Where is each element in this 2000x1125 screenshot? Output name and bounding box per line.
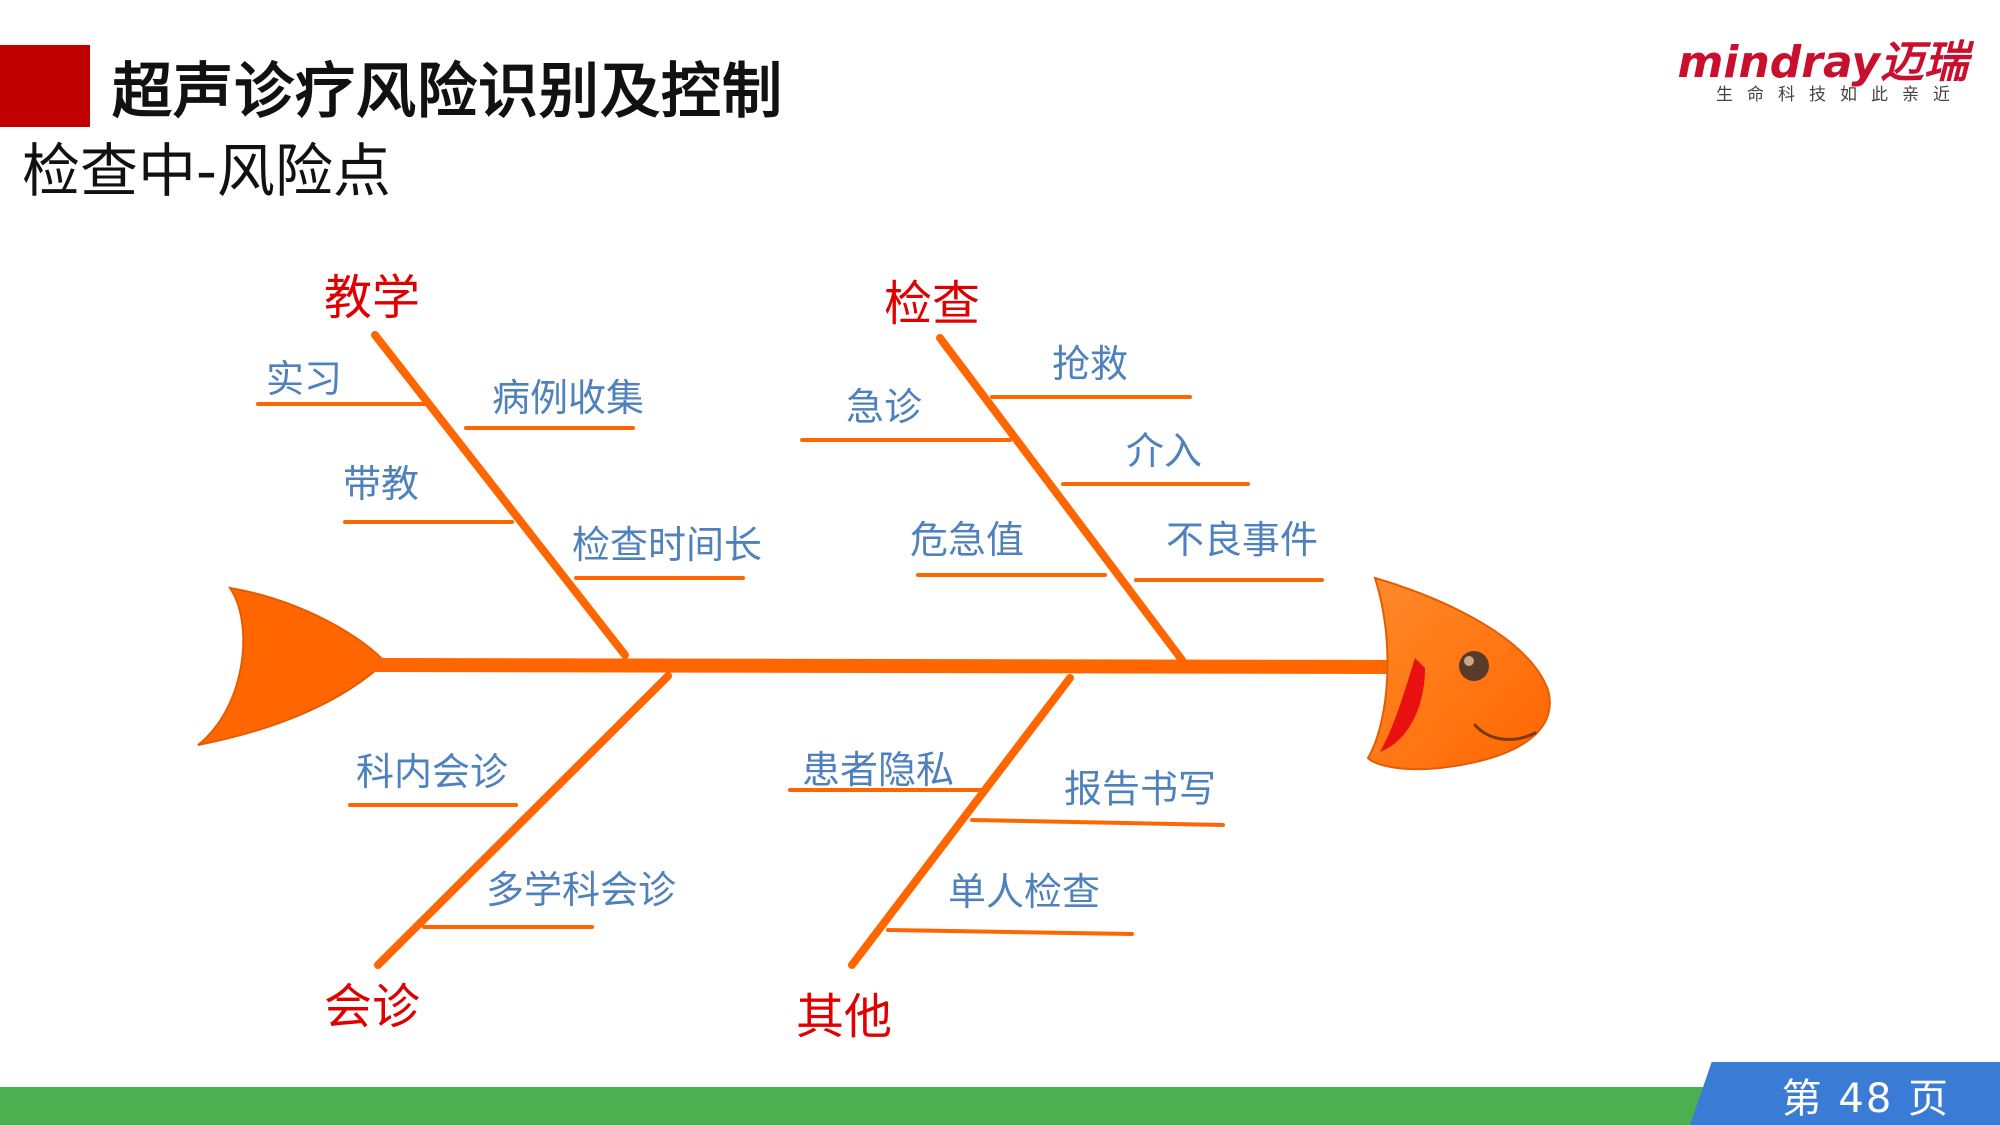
- fish-eye: [1459, 651, 1489, 681]
- cause-label: 危急值: [910, 520, 1024, 562]
- brand-logo: mindray迈瑞 生命科技如此亲近: [1677, 18, 1980, 108]
- title-accent-block: [0, 45, 90, 127]
- cause-label: 报告书写: [1064, 769, 1216, 811]
- footer-page-badge: [1690, 1062, 2000, 1125]
- brand-name: mindray迈瑞: [1677, 37, 1968, 88]
- page-title: 超声诊疗风险识别及控制: [112, 57, 783, 127]
- page-subtitle: 检查中-风险点: [22, 137, 391, 205]
- cause-label: 实习: [266, 359, 342, 401]
- fish-spine: [363, 658, 1407, 674]
- fish-smile: [1473, 723, 1537, 741]
- category-label-teaching: 教学: [324, 272, 420, 325]
- cause-label: 多学科会诊: [486, 870, 676, 912]
- cause-label: 急诊: [846, 387, 922, 429]
- cause-label: 科内会诊: [356, 752, 508, 794]
- cause-label: 检查时间长: [572, 525, 762, 567]
- cause-label: 不良事件: [1166, 520, 1318, 562]
- fish-mouth: [1380, 658, 1425, 752]
- bone-other: [848, 674, 1074, 969]
- footer-bar: [0, 1087, 2000, 1125]
- bone-examination: [936, 334, 1186, 664]
- fish-tail: [197, 586, 387, 746]
- cause-label: 带教: [343, 464, 419, 506]
- fish-eye-highlight: [1464, 656, 1474, 666]
- underline-danren: [886, 928, 1134, 936]
- cause-label: 单人检查: [948, 872, 1100, 914]
- brand-tagline: 生命科技如此亲近: [1716, 85, 1964, 105]
- bone-teaching: [371, 331, 629, 659]
- bone-consultation: [374, 672, 672, 969]
- page-number: 第 48 页: [1781, 1076, 1950, 1122]
- cause-label: 病例收集: [492, 378, 644, 420]
- cause-label: 患者隐私: [802, 750, 954, 792]
- fish-head: [1366, 576, 1551, 771]
- cause-label: 抢救: [1052, 344, 1128, 386]
- category-label-other: 其他: [796, 991, 892, 1044]
- category-label-consultation: 会诊: [324, 981, 420, 1034]
- cause-label: 介入: [1126, 431, 1202, 473]
- underline-baogao: [970, 818, 1225, 827]
- category-label-examination: 检查: [884, 278, 980, 331]
